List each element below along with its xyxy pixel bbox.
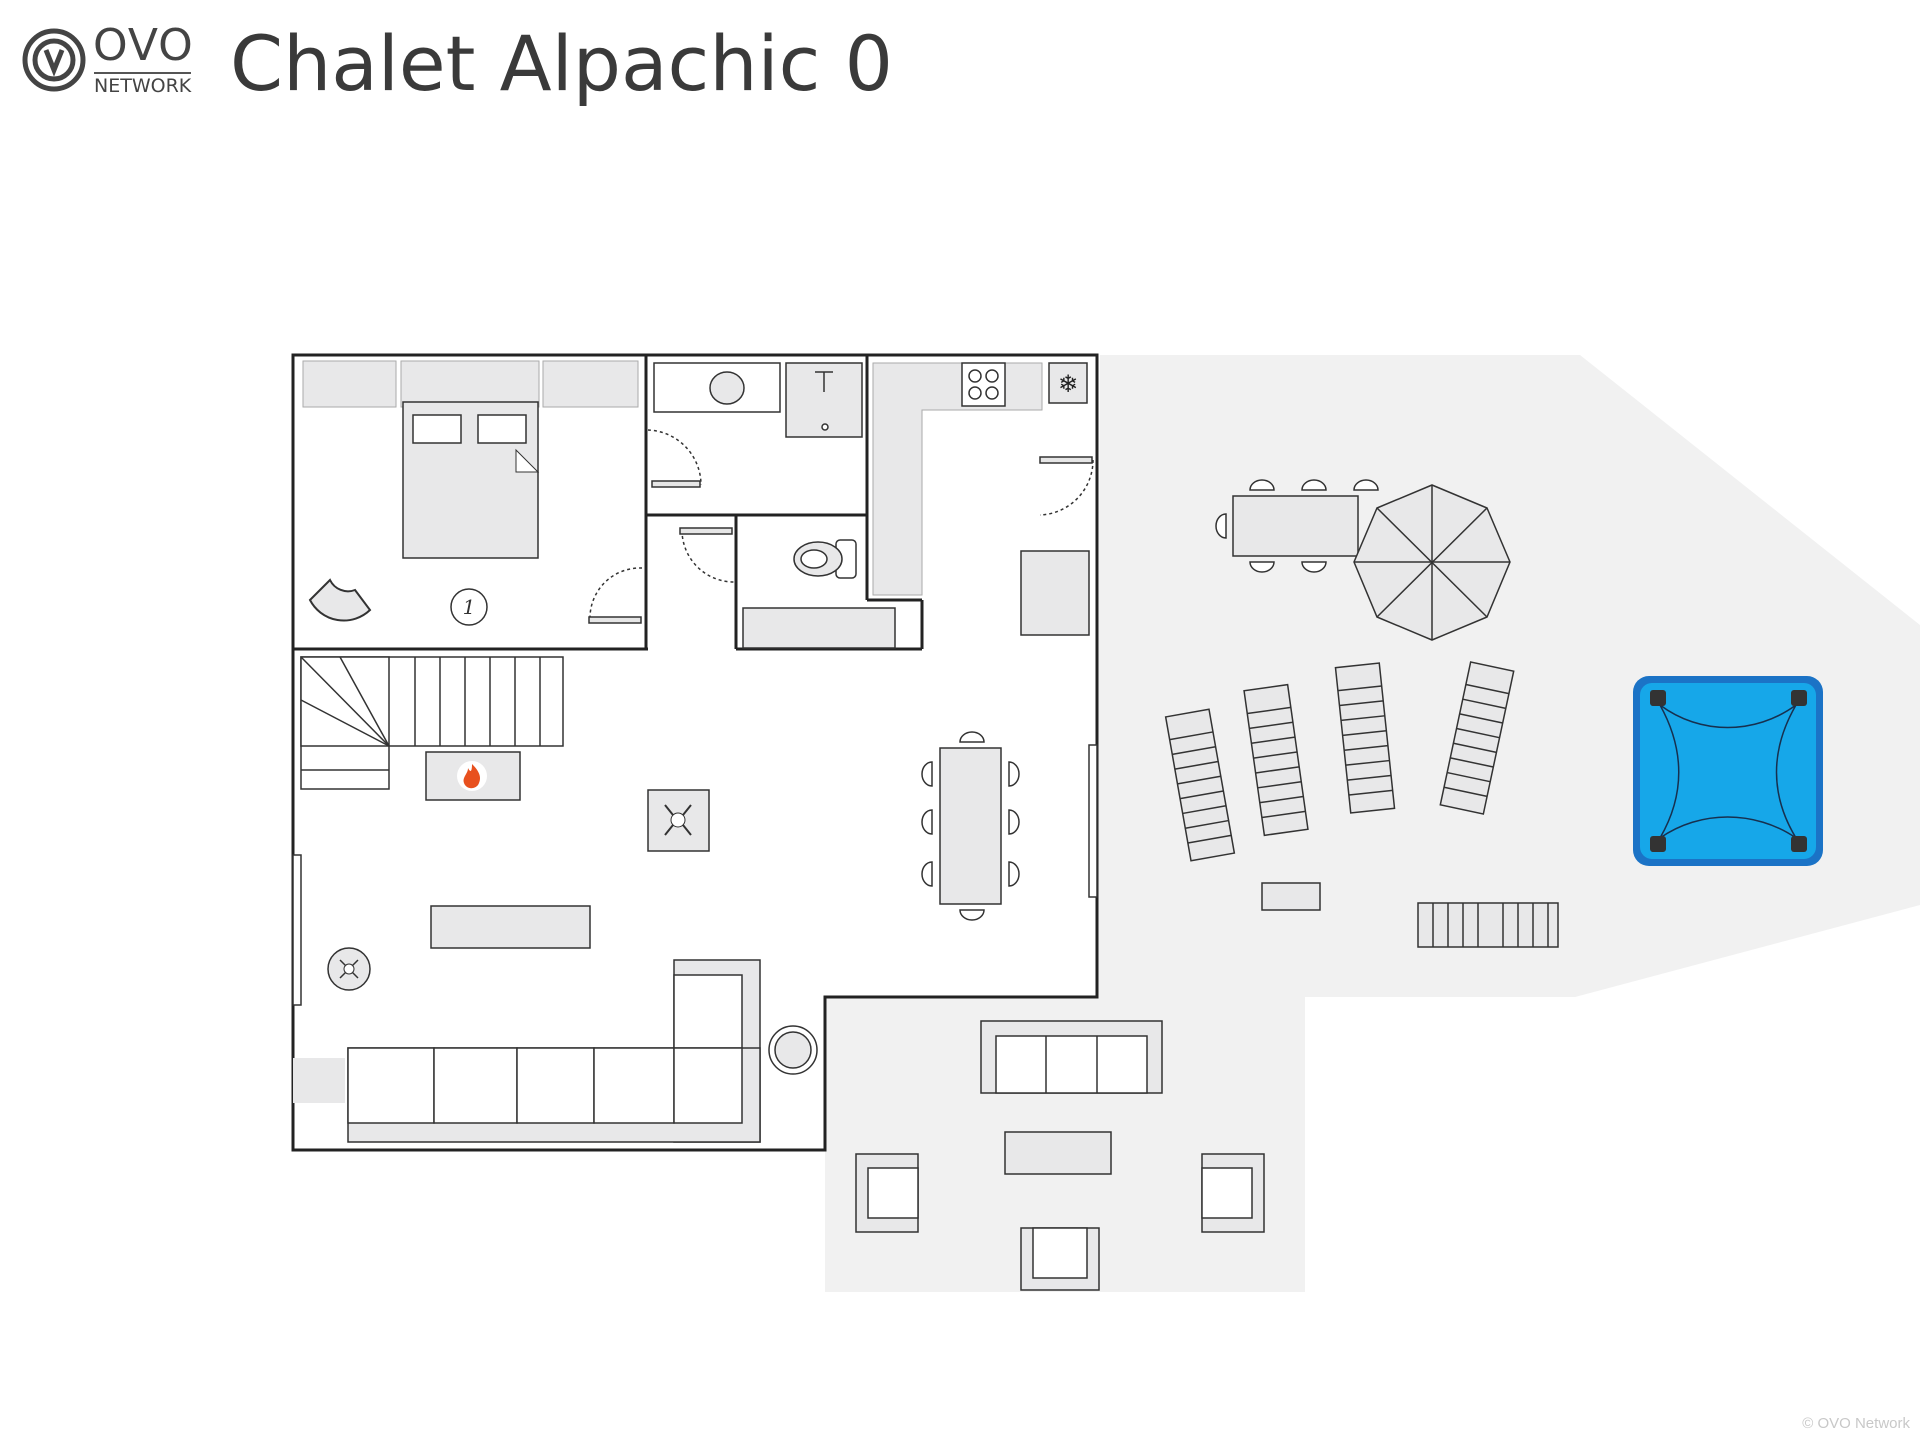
outdoor-chairs (1215, 479, 1379, 573)
dining-chairs (921, 731, 1020, 921)
outdoor-coffee-table (1004, 1131, 1112, 1175)
fan-icon (647, 789, 710, 852)
coffee-table (430, 905, 591, 949)
kitchen-island (1020, 550, 1090, 636)
staircase (300, 656, 564, 790)
windows (292, 744, 1098, 1006)
outdoor-table (1232, 495, 1359, 557)
header: OVO NETWORK Chalet Alpachic 0 (0, 0, 1920, 120)
kitchen-counter (872, 362, 1043, 596)
outdoor-sofa (980, 1020, 1163, 1094)
fridge: ❄ (1048, 362, 1088, 404)
room-number-marker (450, 588, 488, 626)
room-number: 1 (463, 595, 476, 619)
bench (293, 1058, 345, 1103)
doors (589, 429, 1094, 619)
fire-icon (463, 764, 480, 789)
interior-walls (293, 355, 924, 651)
sun-loungers (1164, 661, 1559, 948)
outdoor-armchairs (855, 1153, 1265, 1291)
door-leaves (588, 456, 1093, 624)
side-table (768, 1025, 818, 1075)
copyright-notice: © OVO Network (1802, 1415, 1910, 1432)
double-bed (402, 401, 540, 559)
snowflake-icon: ❄ (1058, 370, 1078, 398)
sectional-sofa (347, 959, 761, 1143)
logo-subtitle: NETWORK (94, 72, 192, 96)
outdoor-side-table (1261, 882, 1321, 911)
armchair-round (308, 578, 372, 622)
floor-lamp (327, 947, 371, 991)
umbrella-icon (1353, 484, 1511, 641)
hot-tub-icon (1633, 676, 1823, 866)
dining-table (939, 747, 1002, 905)
page-title: Chalet Alpachic 0 (230, 19, 893, 108)
logo-wordmark: OVO (93, 20, 194, 71)
cooktop (961, 362, 1006, 407)
hall-cabinet (742, 607, 896, 649)
logo-icon (22, 28, 86, 92)
wardrobe (302, 360, 639, 408)
bathroom-fixtures (653, 362, 863, 438)
toilet (793, 539, 857, 579)
